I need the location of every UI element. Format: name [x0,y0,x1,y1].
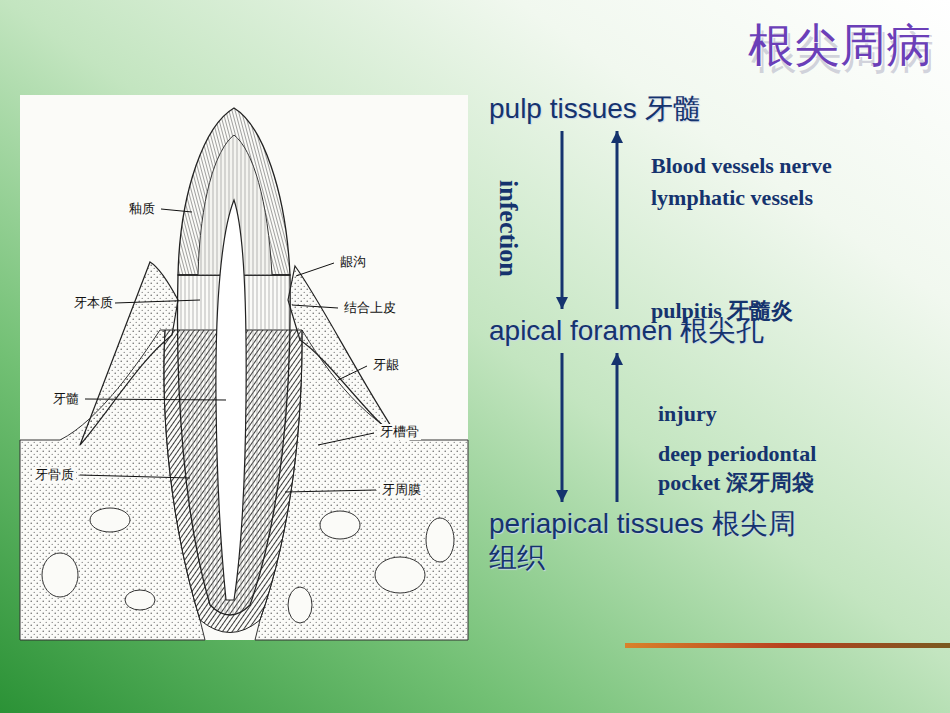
part-label: 牙周膜 [380,482,423,498]
marrow-space [320,511,360,539]
part-label: 龈沟 [338,254,368,270]
slide-title: 根尖周病 [748,18,932,73]
part-label: 结合上皮 [342,300,398,316]
arrow-label: Blood vessels nerve lymphatic vessels [651,150,856,214]
marrow-space [426,518,454,562]
marrow-space [90,508,130,532]
marrow-space [42,553,78,597]
stage-label: pulp tissues 牙髓 [489,92,703,126]
leader-line [285,490,376,492]
marrow-space [125,590,155,610]
leader-line [296,263,334,276]
figure-panel [20,95,468,640]
arrow-label: injury [658,398,717,430]
leader-line [338,366,367,380]
flow-stage: periapical tissues 根尖周组织 [485,505,815,577]
flow-arrow [561,131,564,309]
leader-line [318,433,374,445]
part-label: 牙龈 [371,357,401,373]
part-label: 牙本质 [72,295,115,311]
leader-line [85,399,226,400]
flow-arrow [616,353,619,502]
note-text: deep periodontal pocket 深牙周袋 [658,440,863,497]
gingiva [80,262,178,445]
part-label: 牙髓 [51,391,81,407]
part-label: 牙槽骨 [378,424,421,440]
gingiva [288,266,400,440]
tooth-figure [20,108,468,640]
leader-line [161,209,192,212]
marrow-space [288,587,312,623]
leader-lines [80,209,376,492]
leader-line [292,305,338,308]
flow-arrow [561,353,564,502]
note-text: pulpitis 牙髓炎 [651,295,793,327]
arrow-label: infection [489,180,527,277]
part-label: 釉质 [127,201,157,217]
decor-bar [625,643,950,648]
flow-stage: pulp tissues 牙髓 [485,90,707,128]
marrow-space [375,557,425,593]
flow-arrow [616,131,619,309]
stage-label: periapical tissues 根尖周组织 [489,507,811,574]
leader-line [80,475,190,478]
leader-line [115,300,200,303]
part-label: 牙骨质 [33,467,76,483]
